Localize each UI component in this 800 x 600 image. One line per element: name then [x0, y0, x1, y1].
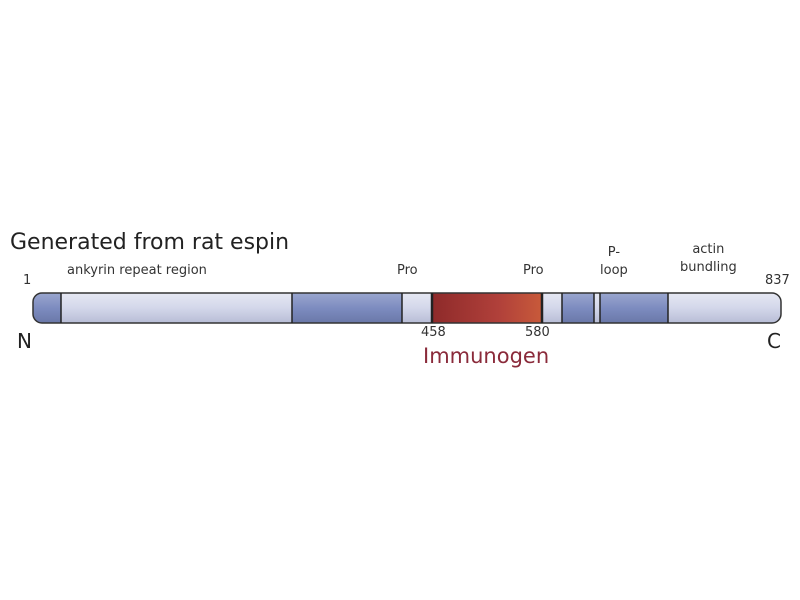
segment-n-cap: [33, 293, 61, 323]
segment-actin-bundling: [668, 293, 781, 323]
segment-pro1: [402, 293, 432, 323]
immunogen-label: Immunogen: [423, 344, 550, 368]
label-ankyrin: ankyrin repeat region: [67, 263, 207, 278]
immunogen-end: 580: [525, 325, 550, 340]
end-residue: 837: [765, 273, 790, 288]
segment-linker: [292, 293, 402, 323]
segment-dark-3: [562, 293, 594, 323]
start-residue: 1: [23, 273, 32, 288]
n-terminus: N: [17, 329, 32, 353]
segment-ankyrin: [61, 293, 292, 323]
c-terminus: C: [767, 329, 781, 353]
segment-thin: [594, 293, 600, 323]
segment-dividers: [60, 293, 669, 323]
segment-pro2: [542, 293, 562, 323]
diagram-title: Generated from rat espin: [10, 230, 290, 255]
bar-outline: [32, 292, 782, 324]
segment-immunogen: [432, 293, 542, 323]
label-p-loop: P- loop: [600, 245, 628, 278]
label-pro-2: Pro: [523, 263, 544, 278]
segment-ploop: [600, 293, 668, 323]
label-actin-bundling: actin bundling: [680, 242, 737, 275]
label-pro-1: Pro: [397, 263, 418, 278]
immunogen-start: 458: [421, 325, 446, 340]
